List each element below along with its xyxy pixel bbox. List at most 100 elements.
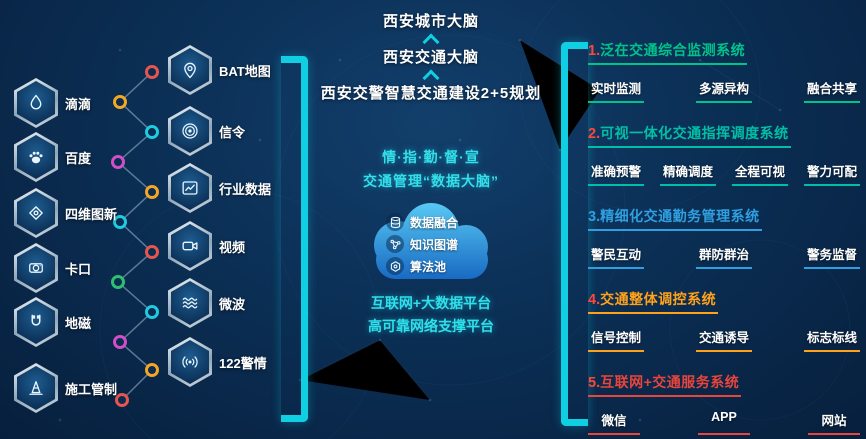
alert-broadcast-icon (168, 337, 212, 387)
hex-item-microwave: 微波 (168, 278, 245, 328)
network-platform-label: 高可靠网络支撑平台 (368, 318, 494, 334)
system-header: 2.可视一体化交通指挥调度系统 (588, 123, 791, 148)
hex-item-didi: 滴滴 (14, 78, 91, 128)
map-pin-icon (168, 45, 212, 95)
source-label: 122警情 (219, 355, 267, 371)
system-number: 4. (588, 292, 601, 308)
hex-item-construction: 施工管制 (14, 363, 117, 413)
cloud-row-algorithm-pool: 算法池 (386, 255, 458, 277)
system-item: 全程可视 (731, 161, 788, 186)
system-item: 微信 (588, 410, 640, 435)
system-items: 信号控制 交通诱导 标志标线 (588, 327, 860, 352)
source-label: 信令 (219, 124, 246, 140)
system-items: 警民互动 群防群治 警务监督 (588, 244, 860, 269)
system-items: 实时监测 多源异构 融合共享 (588, 78, 860, 103)
video-camera-icon (168, 221, 212, 271)
left-closing-bracket (281, 56, 308, 422)
system-item: 群防群治 (695, 244, 752, 269)
construction-cone-icon (14, 363, 58, 413)
source-label: 滴滴 (65, 96, 92, 112)
system-header: 5.互联网+交通服务系统 (588, 372, 742, 397)
right-opening-bracket (561, 42, 588, 426)
hex-item-122-alerts: 122警情 (168, 337, 267, 387)
slogan-data-brain: 交通管理“数据大脑” (363, 173, 499, 189)
system-item: 警力可配 (803, 161, 860, 186)
system-item: 实时监测 (588, 78, 645, 103)
source-label: BAT地图 (219, 63, 271, 79)
cloud-item-label: 知识图谱 (410, 237, 459, 252)
data-brain-cloud: 数据融合 知识图谱 算法池 (356, 199, 506, 287)
baidu-paw-icon (14, 132, 58, 182)
algorithm-pool-icon (386, 257, 404, 275)
system-item: 警民互动 (588, 244, 645, 269)
system-title: 可视一体化交通指挥调度系统 (600, 125, 789, 141)
source-label: 行业数据 (219, 181, 272, 197)
geomagnet-icon (14, 297, 58, 347)
systems-list: 1.泛在交通综合监测系统 实时监测 多源异构 融合共享 2.可视一体化交通指挥调… (588, 40, 860, 439)
center-column: 西安城市大脑 西安交通大脑 西安交警智慧交通建设2+5规划 情·指·勤·督·宣 … (305, 8, 557, 339)
system-title: 精细化交通勤务管理系统 (600, 208, 760, 224)
system-item: 多源异构 (695, 78, 752, 103)
cloud-row-data-fusion: 数据融合 (386, 211, 458, 233)
cloud-item-label: 数据融合 (410, 215, 459, 230)
system-title: 泛在交通综合监测系统 (600, 42, 746, 58)
system-number: 5. (588, 375, 601, 391)
system-item: 标志标线 (803, 327, 860, 352)
cloud-row-knowledge-graph: 知识图谱 (386, 233, 458, 255)
system-item: 警务监督 (803, 244, 860, 269)
cloud-capabilities: 数据融合 知识图谱 算法池 (386, 211, 458, 277)
source-label: 四维图新 (65, 206, 118, 222)
knowledge-graph-icon (386, 235, 404, 253)
system-number: 3. (588, 209, 601, 225)
source-label: 卡口 (65, 261, 92, 277)
microwave-waves-icon (168, 278, 212, 328)
source-label: 施工管制 (65, 381, 118, 397)
system-title: 互联网+交通服务系统 (600, 374, 740, 390)
cloud-item-label: 算法池 (410, 259, 447, 274)
hex-item-industry-data: 行业数据 (168, 163, 271, 213)
source-label: 百度 (65, 150, 92, 166)
source-label: 微波 (219, 296, 246, 312)
system-item: 精确调度 (659, 161, 716, 186)
system-section-dispatch: 2.可视一体化交通指挥调度系统 准确预警 精确调度 全程可视 警力可配 (588, 123, 860, 186)
system-header: 4.交通整体调控系统 (588, 289, 719, 314)
hex-item-checkpoint: 卡口 (14, 243, 91, 293)
industry-data-chart-icon (168, 163, 212, 213)
system-section-duty-management: 3.精细化交通勤务管理系统 警民互动 群防群治 警务监督 (588, 206, 860, 269)
system-item: 准确预警 (588, 161, 645, 186)
system-item: 融合共享 (803, 78, 860, 103)
connector-chain (111, 65, 159, 407)
cloud-icon (374, 203, 488, 279)
system-section-regulation: 4.交通整体调控系统 信号控制 交通诱导 标志标线 (588, 289, 860, 352)
system-items: 微信 APP 网站 (588, 410, 860, 435)
system-item: 网站 (808, 410, 860, 435)
system-title: 交通整体调控系统 (600, 291, 717, 307)
hex-item-video: 视频 (168, 221, 245, 271)
system-item: 信号控制 (588, 327, 645, 352)
big-data-platform-label: 互联网+大数据平台 (370, 295, 492, 311)
hex-item-baidu: 百度 (14, 132, 91, 182)
source-label: 视频 (219, 239, 246, 255)
hex-item-signaling: 信令 (168, 106, 245, 156)
slogan-five-words: 情·指·勤·督·宣 (382, 149, 480, 165)
checkpoint-camera-icon (14, 243, 58, 293)
system-header: 3.精细化交通勤务管理系统 (588, 206, 762, 231)
system-items: 准确预警 精确调度 全程可视 警力可配 (588, 161, 860, 186)
traffic-brain-title: 西安交通大脑 (382, 49, 479, 66)
plan-title: 西安交警智慧交通建设2+5规划 (320, 85, 542, 102)
system-section-monitoring: 1.泛在交通综合监测系统 实时监测 多源异构 融合共享 (588, 40, 860, 103)
system-number: 1. (588, 43, 601, 59)
hex-item-navinfo: 四维图新 (14, 188, 117, 238)
hex-item-bat-map: BAT地图 (168, 45, 271, 95)
city-brain-title: 西安城市大脑 (382, 13, 479, 30)
hex-item-geomagnet: 地磁 (14, 297, 91, 347)
signal-target-icon (168, 106, 212, 156)
system-header: 1.泛在交通综合监测系统 (588, 40, 748, 65)
navinfo-diamond-icon (14, 188, 58, 238)
system-section-internet-service: 5.互联网+交通服务系统 微信 APP 网站 (588, 372, 860, 435)
system-item: APP (698, 410, 750, 435)
didi-droplet-icon (14, 78, 58, 128)
source-label: 地磁 (65, 315, 92, 331)
